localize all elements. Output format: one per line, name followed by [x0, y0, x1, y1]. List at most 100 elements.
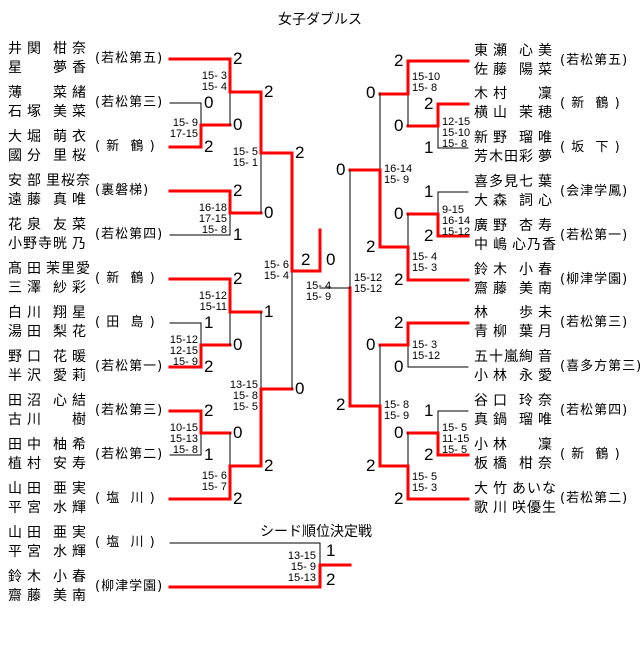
score-top: 0 [366, 83, 376, 102]
surname: 東瀬 [474, 43, 512, 59]
right-team-player-2: 小林永愛 [474, 368, 552, 385]
right-team-school: (会津学鳳) [560, 184, 629, 199]
score-top: 2 [233, 181, 243, 200]
set-score: 15- 8 [384, 399, 410, 411]
surname: 板橋 [474, 456, 512, 472]
set-score: 15-11 [199, 301, 227, 313]
set-score: 15-12 [198, 290, 227, 302]
surname: 大竹 [474, 481, 512, 497]
left-team-player-1: 大堀萌衣 [8, 129, 86, 146]
right-team-player-1: 大竹あいな [474, 481, 556, 498]
given-name: 萌衣 [53, 129, 91, 145]
given-name: 柑奈 [53, 41, 91, 57]
given-name: 安寿 [53, 456, 91, 472]
score-top: 2 [233, 49, 243, 68]
set-score: 10-15 [169, 422, 198, 434]
score-top: 2 [394, 51, 404, 70]
set-score: 15- 5 [232, 146, 258, 158]
surname: 木村 [474, 86, 512, 102]
given-name: 梨花 [53, 324, 91, 340]
score-top: 1 [424, 401, 434, 420]
surname: 喜多見 [474, 174, 519, 190]
right-team-player-2: 芳木田彩夢 [474, 149, 552, 166]
score-top: 0 [366, 335, 376, 354]
final-set-score: 15- 9 [306, 291, 332, 303]
final-score-right: 0 [326, 250, 336, 269]
seed-score-top: 1 [326, 541, 336, 560]
given-name: 咲優生 [512, 500, 557, 516]
score-top: 2 [204, 401, 214, 420]
score-top: 0 [336, 160, 346, 179]
surname: 五十嵐 [474, 349, 519, 365]
left-team-player-2: 小野寺晄乃 [8, 236, 86, 253]
right-team-player-1: 廣野杏寿 [474, 218, 552, 235]
score-bottom: 0 [233, 335, 243, 354]
set-score: 16-14 [384, 163, 413, 175]
given-name: 茉里愛 [46, 261, 91, 277]
given-name: 心美 [519, 43, 557, 59]
given-name: 柚希 [53, 437, 91, 453]
given-name: あいな [512, 481, 557, 497]
seed-team-player-1: 山田亜実 [8, 525, 86, 542]
right-team-school: ( 新 鶴 ) [560, 447, 621, 462]
given-name: 里桜奈 [46, 173, 91, 189]
set-score: 15- 8 [232, 390, 258, 402]
left-team-player-1: 安部里桜奈 [8, 173, 90, 190]
set-score: 15- 6 [201, 470, 227, 482]
left-team-player-1: 山田亜実 [8, 481, 86, 498]
right-team-school: (柳津学園) [560, 272, 629, 287]
given-name: 菜緒 [53, 85, 91, 101]
left-team-player-2: 遠藤真唯 [8, 192, 86, 209]
given-name: 心結 [53, 393, 91, 409]
given-name: 凜 [538, 437, 557, 453]
surname: 野口 [8, 349, 46, 365]
surname: 大森 [474, 193, 512, 209]
surname: 新野 [474, 130, 512, 146]
right-team-player-1: 木村凜 [474, 86, 552, 103]
right-team-player-1: 鈴木小春 [474, 262, 552, 279]
score-bottom: 2 [424, 226, 434, 245]
surname: 遠藤 [8, 192, 46, 208]
right-team-player-2: 佐藤陽菜 [474, 62, 552, 79]
score-bottom: 1 [424, 138, 434, 157]
score-top: 0 [204, 93, 214, 112]
score-bottom: 2 [336, 395, 346, 414]
given-name: 永愛 [519, 368, 557, 384]
set-score: 15-12 [412, 350, 441, 362]
right-team-player-1: 新野瑠唯 [474, 130, 552, 147]
given-name: 瑠唯 [519, 412, 557, 428]
set-score: 13-15 [229, 379, 258, 391]
surname: 田中 [8, 437, 46, 453]
surname: 大堀 [8, 129, 46, 145]
surname: 横山 [474, 105, 512, 121]
seed-set-score: 13-15 [287, 550, 316, 562]
score-bottom: 1 [204, 445, 214, 464]
surname: 田沼 [8, 393, 46, 409]
left-team-school: ( 塩 川 ) [95, 491, 156, 506]
set-score: 15-12 [354, 272, 383, 284]
left-team-player-1: 井関柑奈 [8, 41, 86, 58]
surname: 鈴木 [8, 569, 46, 585]
left-team-player-1: 髙田茉里愛 [8, 261, 90, 278]
surname: 歌川 [474, 500, 512, 516]
given-name: 里桜 [53, 148, 91, 164]
surname: 白川 [8, 305, 46, 321]
set-score: 15- 9 [384, 410, 410, 422]
left-team-school: (裏磐梯) [95, 183, 150, 198]
score-bottom: 2 [264, 456, 274, 475]
left-team-player-1: 花泉友菜 [8, 217, 86, 234]
given-name: 玲奈 [519, 393, 557, 409]
set-score: 15- 9 [172, 117, 198, 129]
given-name: 美南 [519, 281, 557, 297]
right-team-player-1: 林歩未 [474, 305, 552, 322]
right-team-school: (若松第三) [560, 315, 629, 330]
score-bottom: 0 [295, 379, 305, 398]
surname: 古川 [8, 412, 46, 428]
page-title: 女子ダブルス [278, 12, 362, 28]
set-score: 16-18 [198, 202, 227, 214]
surname: 齋藤 [8, 588, 46, 604]
score-top: 2 [264, 82, 274, 101]
given-name: 葉月 [519, 324, 557, 340]
